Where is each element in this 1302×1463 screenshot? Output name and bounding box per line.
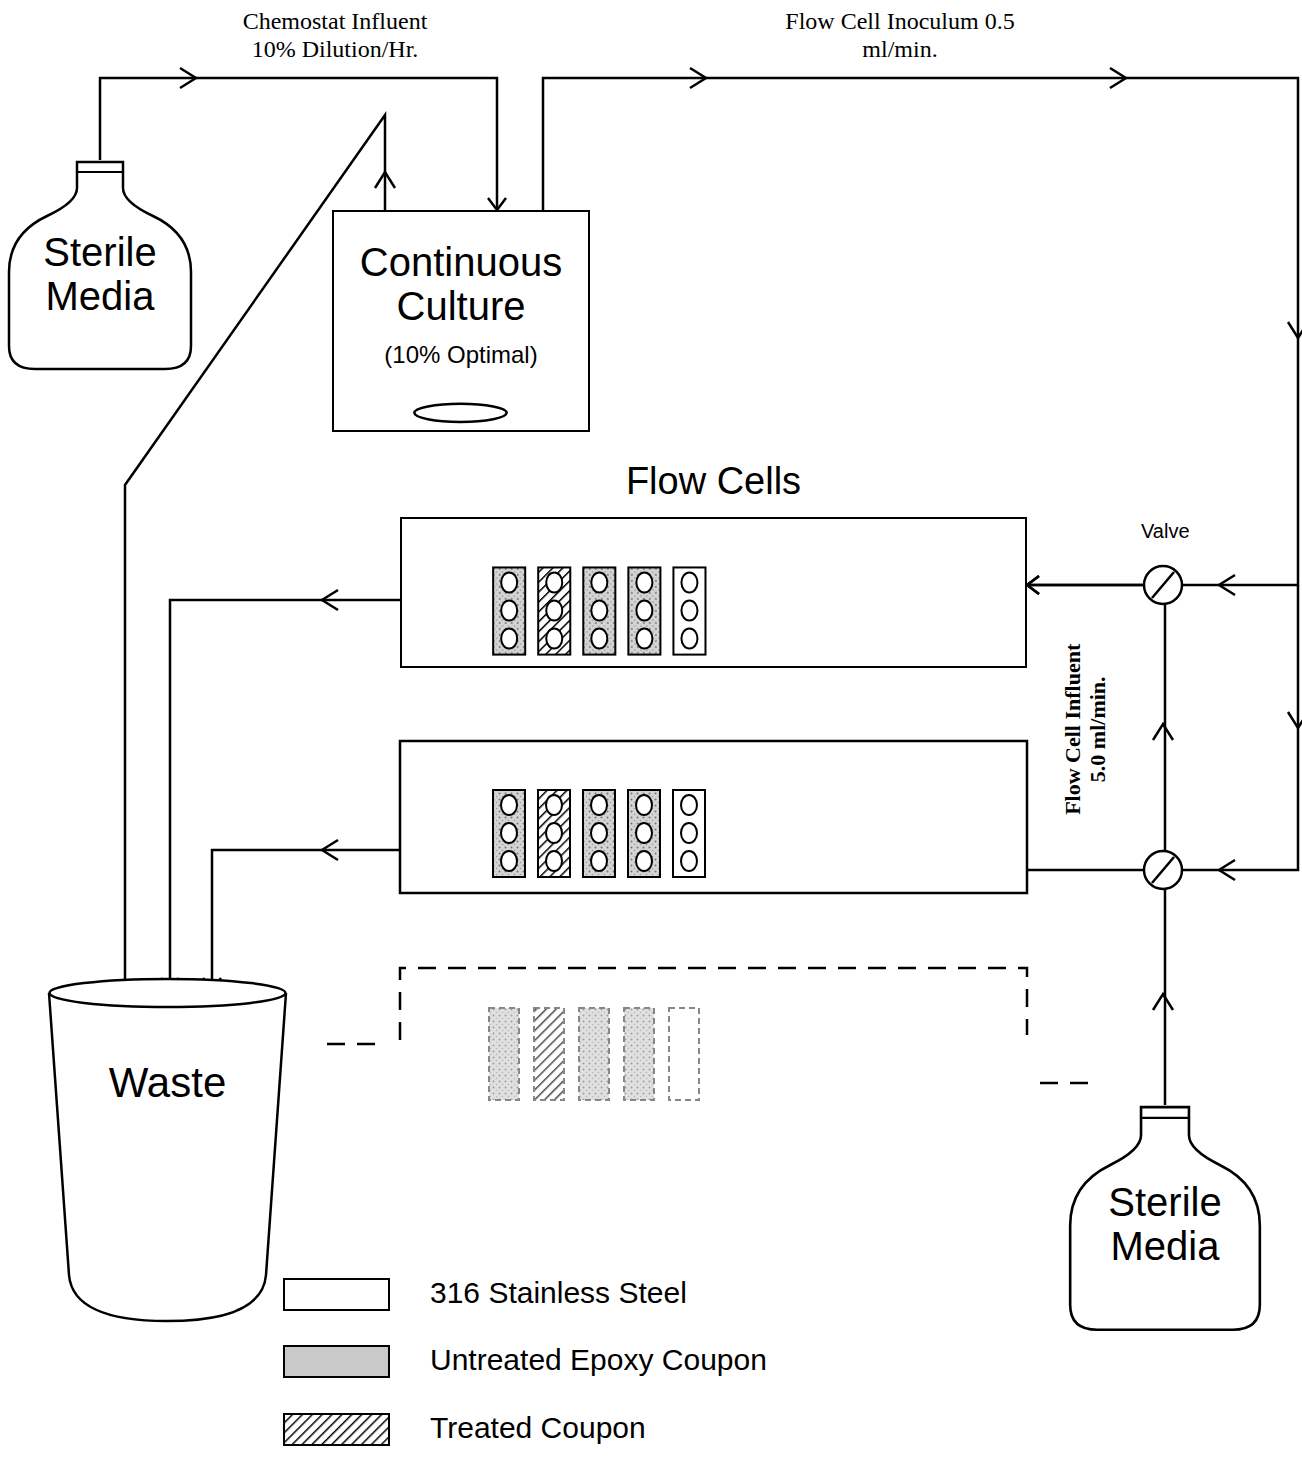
node-title: Continuous Culture — [342, 240, 580, 328]
flow-line — [170, 600, 400, 990]
node-title: Sterile Media — [1078, 1180, 1252, 1268]
media-bottle: Sterile Media — [5, 160, 195, 372]
legend-hatch-sample — [283, 1413, 390, 1446]
flow-line — [1027, 585, 1165, 1105]
node-title: Flow Cells — [402, 461, 1025, 503]
coupon-row — [402, 519, 1025, 666]
waste-container: Waste — [45, 975, 290, 1325]
node-title: Waste — [109, 1060, 226, 1106]
legend-text: 316 Stainless Steel — [430, 1276, 687, 1310]
node-title: Sterile Media — [17, 230, 183, 318]
legend-text: Untreated Epoxy Coupon — [430, 1343, 767, 1377]
legend-text: Treated Coupon — [430, 1411, 646, 1445]
legend-swatch — [283, 1278, 390, 1311]
flow-line — [100, 78, 497, 210]
valve-label: Valve — [1141, 520, 1190, 543]
flow-cell: Flow Cells — [400, 517, 1027, 668]
culture-vessel: Continuous Culture (10% Optimal) — [332, 210, 590, 432]
media-bottle: Sterile Media — [1066, 1105, 1264, 1333]
bucket-outline — [45, 975, 290, 1325]
flow-rate-label: Chemostat Influent 10% Dilution/Hr. — [220, 8, 450, 63]
legend-swatch — [283, 1345, 390, 1378]
flow-line — [543, 78, 1298, 585]
flow-rate-label: Flow Cell Influent 5.0 ml/min. — [1060, 629, 1111, 829]
node-subtitle: (10% Optimal) — [342, 342, 580, 368]
flow-rate-label: Flow Cell Inoculum 0.5 ml/min. — [780, 8, 1020, 63]
